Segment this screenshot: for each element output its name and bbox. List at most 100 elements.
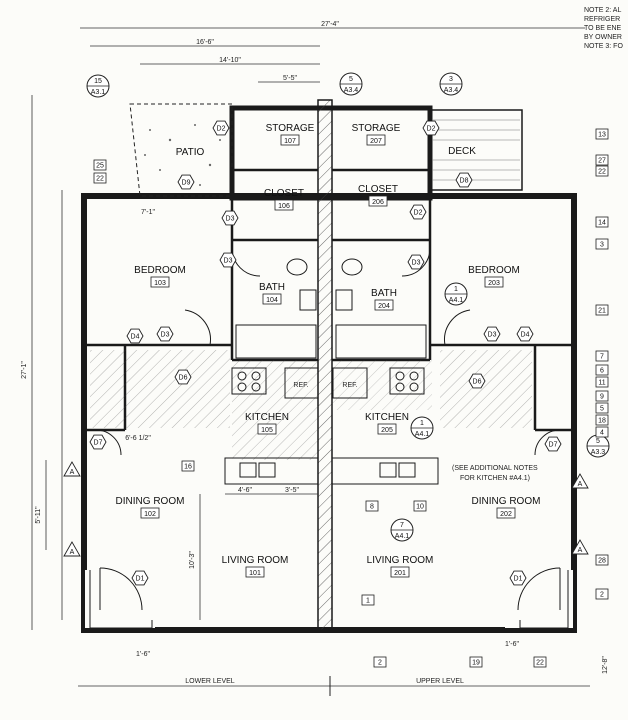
bath-fixtures [235, 258, 427, 359]
section-markers: 15 A3.1 5 A3.4 3 A3.4 1 A4.1 1 A4.1 [86, 72, 610, 542]
svg-text:1: 1 [420, 420, 424, 427]
keynote-tag-t1: 1 [361, 594, 375, 606]
svg-text:D2: D2 [217, 126, 226, 133]
svg-text:A3.1: A3.1 [91, 89, 106, 96]
room-kitchen-205: KITCHEN [365, 412, 409, 423]
svg-text:REFRIGER: REFRIGER [584, 16, 620, 23]
keynote-tag-t7: 7 [595, 350, 609, 362]
room-num-206: 206 [372, 199, 384, 206]
party-wall [317, 99, 333, 631]
room-num-204: 204 [378, 303, 390, 310]
svg-text:16: 16 [184, 464, 192, 471]
keynote-tag-t19: 19 [469, 656, 483, 668]
hatched-zones [90, 350, 532, 460]
door-tag-d6: D6 [174, 369, 192, 385]
svg-text:D4: D4 [521, 332, 530, 339]
svg-text:27: 27 [598, 158, 606, 165]
room-labels: STORAGE 107 STORAGE 207 CLOSET 106 CLOSE… [116, 123, 540, 578]
kitchen-note: (SEE ADDITIONAL NOTES FOR KITCHEN #A4.1) [452, 465, 538, 482]
keynote-tag-t5: 5 [595, 402, 609, 414]
svg-text:D3: D3 [226, 216, 235, 223]
patio-label: PATIO [176, 147, 205, 158]
corner-notes: NOTE 2: AL REFRIGER TO BE ENE BY OWNER N… [584, 7, 623, 50]
svg-text:11: 11 [598, 380, 605, 387]
room-num-104: 104 [266, 297, 278, 304]
door-tag-d4: D4 [126, 328, 144, 344]
door-tag-d9: D9 [177, 174, 195, 190]
triangle-marker-a: A [63, 541, 81, 557]
svg-text:3: 3 [449, 76, 453, 83]
svg-text:19: 19 [472, 660, 480, 667]
room-num-102: 102 [144, 511, 156, 518]
svg-text:7: 7 [400, 522, 404, 529]
svg-text:D1: D1 [514, 576, 523, 583]
room-bedroom-103: BEDROOM [134, 265, 186, 276]
svg-text:D3: D3 [412, 260, 421, 267]
room-storage-107: STORAGE [266, 123, 315, 134]
svg-text:2: 2 [378, 660, 382, 667]
svg-text:5: 5 [349, 76, 353, 83]
svg-text:NOTE 3: FO: NOTE 3: FO [584, 43, 623, 50]
svg-text:D8: D8 [460, 178, 469, 185]
keynote-tag-t22b: 22 [93, 172, 107, 184]
room-bath-204: BATH [371, 288, 397, 299]
triangle-marker-a: A [63, 461, 81, 477]
svg-text:D3: D3 [488, 332, 497, 339]
svg-text:D1: D1 [136, 576, 145, 583]
door-tag-d3: D3 [483, 326, 501, 342]
svg-text:27'-4": 27'-4" [321, 21, 339, 28]
section-marker-7: 7 A4.1 [390, 518, 414, 542]
keynote-tag-t22c: 22 [533, 656, 547, 668]
room-living-101: LIVING ROOM [222, 555, 289, 566]
door-tag-d3: D3 [219, 252, 237, 268]
fridge-label-lower: REF. [293, 382, 308, 389]
room-living-201: LIVING ROOM [367, 555, 434, 566]
svg-text:A: A [70, 549, 75, 556]
svg-text:21: 21 [598, 308, 606, 315]
keynote-tag-t3: 3 [595, 238, 609, 250]
keynote-tag-t13: 13 [595, 128, 609, 140]
svg-text:D2: D2 [427, 126, 436, 133]
svg-text:D3: D3 [224, 258, 233, 265]
svg-text:D4: D4 [131, 334, 140, 341]
deck: DECK [429, 109, 523, 191]
room-bath-104: BATH [259, 282, 285, 293]
svg-text:22: 22 [96, 176, 104, 183]
upper-level-label: UPPER LEVEL [416, 678, 464, 685]
svg-text:5'-11": 5'-11" [35, 506, 42, 524]
keynote-tag-t28: 28 [595, 554, 609, 566]
svg-text:3'-5": 3'-5" [285, 487, 299, 494]
top-dimensions: 27'-4" 16'-6" 14'-10" 5'-5" [80, 21, 585, 83]
svg-text:18: 18 [598, 418, 606, 425]
svg-text:13: 13 [598, 132, 606, 139]
keynote-tag-t2: 2 [595, 588, 609, 600]
door-swings [95, 247, 561, 611]
svg-text:D7: D7 [94, 440, 103, 447]
door-tag-d6: D6 [468, 373, 486, 389]
svg-text:22: 22 [536, 660, 544, 667]
room-closet-106: CLOSET [264, 188, 304, 199]
door-tag-d1: D1 [509, 570, 527, 586]
svg-text:25: 25 [96, 163, 104, 170]
door-tag-d4: D4 [516, 326, 534, 342]
svg-text:A4.1: A4.1 [449, 297, 464, 304]
svg-text:A3.4: A3.4 [344, 87, 359, 94]
svg-text:4: 4 [600, 430, 604, 437]
level-labels: LOWER LEVEL UPPER LEVEL [78, 676, 590, 696]
door-tag-d7: D7 [544, 436, 562, 452]
room-num-202: 202 [500, 511, 512, 518]
svg-text:A3.4: A3.4 [444, 87, 459, 94]
keynote-tag-t22: 22 [595, 165, 609, 177]
svg-text:16'-6": 16'-6" [196, 39, 214, 46]
svg-text:8: 8 [370, 504, 374, 511]
door-tag-d8: D8 [455, 172, 473, 188]
svg-text:10: 10 [416, 504, 424, 511]
keynote-tag-t21: 21 [595, 304, 609, 316]
svg-text:15: 15 [94, 78, 102, 85]
keynote-tag-t2b: 2 [373, 656, 387, 668]
keynote-tag-t6: 6 [595, 364, 609, 376]
svg-text:TO BE ENE: TO BE ENE [584, 25, 622, 32]
svg-text:5: 5 [596, 438, 600, 445]
